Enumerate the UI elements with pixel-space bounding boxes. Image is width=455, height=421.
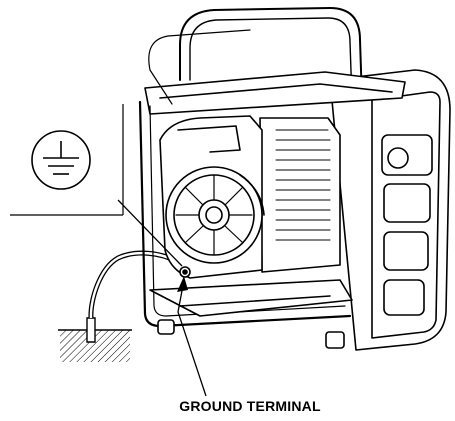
ground-symbol-icon <box>32 131 90 189</box>
ground-terminal-label: GROUND TERMINAL <box>179 398 321 414</box>
callout-arrowhead <box>177 276 188 292</box>
ground-stake <box>87 318 95 342</box>
detail-inset-frame <box>10 104 123 215</box>
generator-body <box>140 8 450 350</box>
